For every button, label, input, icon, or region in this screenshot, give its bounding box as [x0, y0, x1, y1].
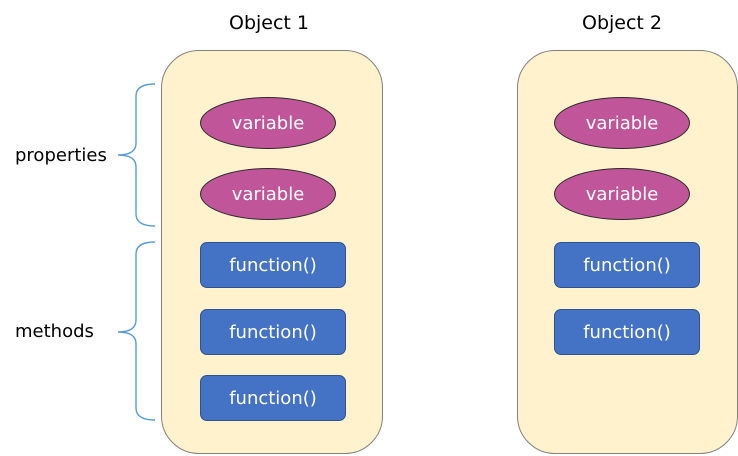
object-1-property-1: variable	[200, 97, 336, 149]
methods-brace	[117, 241, 156, 421]
object-1-method-2: function()	[200, 309, 346, 355]
object-2-method-2: function()	[554, 309, 700, 355]
methods-label: methods	[15, 321, 94, 342]
object-1-property-2: variable	[200, 168, 336, 220]
object-2-method-1: function()	[554, 242, 700, 288]
object-1-box: variable variable function() function() …	[161, 50, 383, 454]
object-2-box: variable variable function() function()	[517, 50, 738, 454]
properties-label: properties	[15, 145, 107, 166]
object-1-method-1: function()	[200, 242, 346, 288]
object-2-property-2: variable	[554, 168, 690, 220]
properties-brace	[117, 83, 156, 227]
object-1-title: Object 1	[228, 12, 309, 34]
object-2-title: Object 2	[581, 12, 662, 34]
object-1-method-3: function()	[200, 375, 346, 421]
object-2-property-1: variable	[554, 97, 690, 149]
